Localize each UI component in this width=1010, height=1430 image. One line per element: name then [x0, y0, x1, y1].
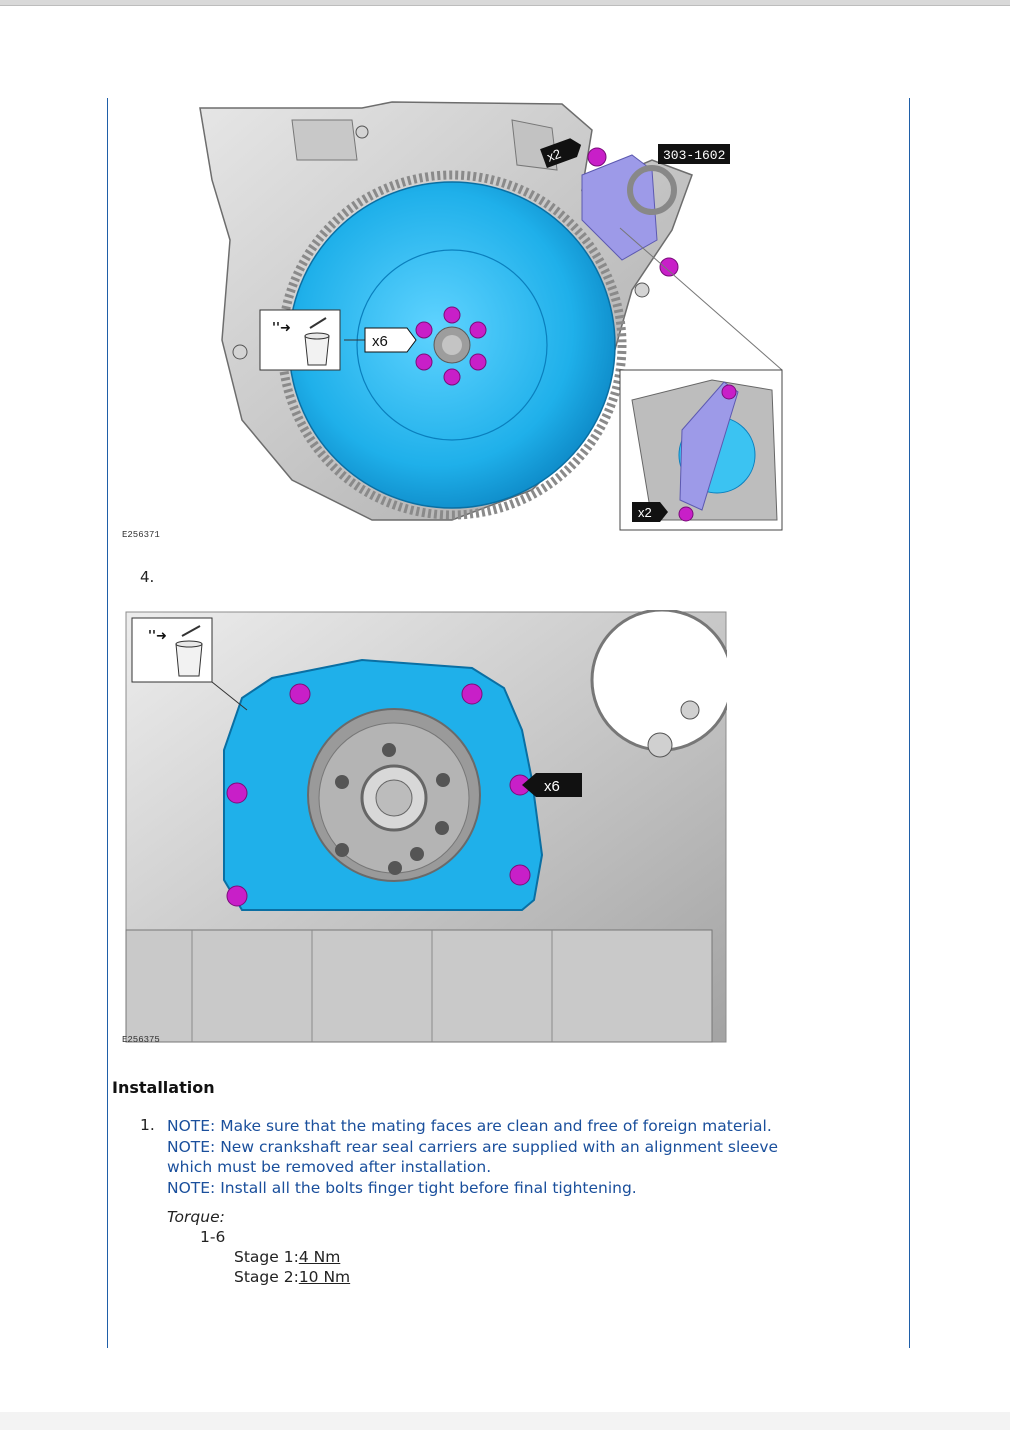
tool-id-label: 303-1602	[663, 148, 725, 163]
torque-label: Torque:	[167, 1208, 225, 1226]
page-left-rule	[107, 98, 108, 1348]
torque-range: 1-6	[200, 1228, 226, 1246]
note-line-2: NOTE: New crankshaft rear seal carriers …	[167, 1137, 779, 1156]
torque-stage-2: Stage 2:10 Nm	[234, 1268, 350, 1286]
note-line-1: NOTE: Make sure that the mating faces ar…	[167, 1117, 772, 1135]
callout-x2-detail: x2	[638, 505, 652, 520]
discard-bin-icon: ''➜	[131, 617, 213, 683]
installation-notes: NOTE: Make sure that the mating faces ar…	[167, 1116, 887, 1198]
stage-2-label: Stage 2:	[234, 1268, 299, 1286]
callout-x6-seal: x6	[544, 778, 560, 795]
svg-text:''➜: ''➜	[272, 321, 291, 336]
stage-1-value-link[interactable]: 4 Nm	[298, 1248, 341, 1266]
figure-rear-seal-carrier: x6 ''➜ E256375	[112, 610, 727, 1045]
note-line-3: which must be removed after installation…	[167, 1158, 492, 1177]
stage-1-label: Stage 1:	[234, 1248, 299, 1266]
figure-detail-inset: x2	[619, 369, 783, 531]
figure2-code: E256375	[122, 1035, 160, 1045]
svg-text:''➜: ''➜	[148, 629, 167, 644]
installation-heading: Installation	[112, 1078, 215, 1097]
figure1-code: E256371	[122, 530, 160, 540]
step-number-4: 4.	[140, 568, 155, 586]
figure-flywheel-removal: x6 x2 303-1602 ''➜ x2 E256371	[112, 100, 792, 545]
page-right-rule	[909, 98, 910, 1348]
callout-x6: x6	[372, 333, 388, 350]
stage-2-value-link[interactable]: 10 Nm	[298, 1268, 351, 1286]
note-line-4: NOTE: Install all the bolts finger tight…	[167, 1178, 637, 1197]
viewer-bottom-bar	[0, 1412, 1010, 1430]
viewer-top-bar	[0, 0, 1010, 6]
torque-stage-1: Stage 1:4 Nm	[234, 1248, 340, 1266]
installation-step-number: 1.	[140, 1116, 155, 1134]
callout-x2-tool: x2	[545, 146, 563, 165]
discard-bin-icon: ''➜	[259, 309, 341, 371]
